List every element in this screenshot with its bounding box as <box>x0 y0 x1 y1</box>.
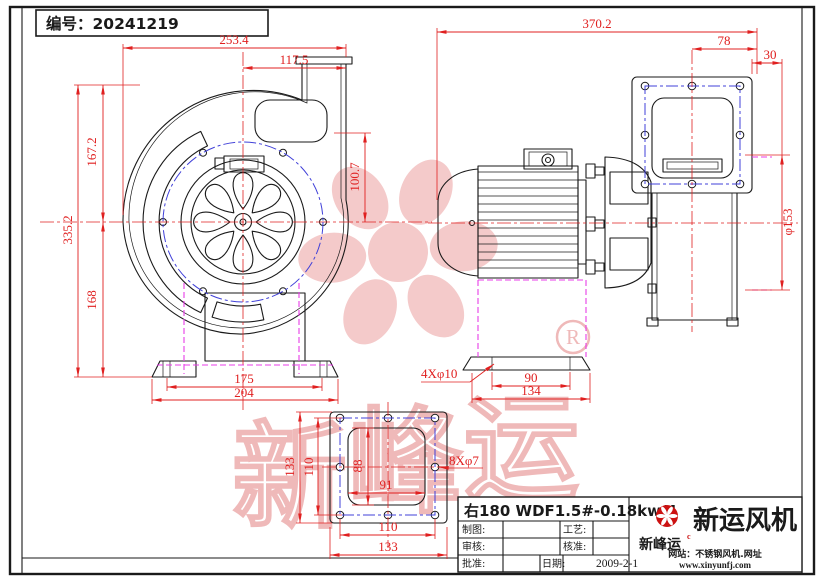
svg-text:R: R <box>566 325 580 349</box>
dim-134: 134 <box>521 383 541 398</box>
field-date-label: 日期: <box>542 558 565 570</box>
housing-adapter <box>604 156 652 289</box>
dim-133-left: 133 <box>282 457 297 477</box>
dim-204: 204 <box>234 385 254 400</box>
watermark-layer: 新 峰 运 R <box>231 159 591 546</box>
dim-90: 90 <box>525 370 538 385</box>
motor-end-cap <box>437 168 479 277</box>
dim-4x-phi10: 4Xφ10 <box>421 366 457 381</box>
dim-110-bottom: 110 <box>378 519 397 534</box>
front-dimensions: 253.4 117.5 167.2 168 335.2 100.7 175 20… <box>60 32 371 404</box>
front-view: 253.4 117.5 167.2 168 335.2 100.7 175 20… <box>40 32 432 410</box>
brand-reg-mark: c <box>687 532 691 541</box>
field-checked: 审核: <box>462 540 485 553</box>
dim-253-4: 253.4 <box>219 32 249 47</box>
side-slot-top-right <box>254 99 328 143</box>
motor-flange-plate <box>577 179 587 265</box>
dim-8x-phi7: 8Xφ7 <box>449 453 479 468</box>
outlet-flange-lip <box>295 56 353 65</box>
field-drawn-by: 制图: <box>462 523 485 536</box>
flange-dimensions: 133 110 88 91 8Xφ7 110 133 <box>282 411 483 559</box>
pedestal <box>204 292 306 362</box>
field-process: 工艺: <box>563 524 586 536</box>
inlet-bolt-holes <box>159 148 327 296</box>
volute-inner-line <box>128 64 345 329</box>
dim-phi153: φ153 <box>780 208 795 235</box>
serial-number-text: 编号：20241219 <box>46 14 179 33</box>
sheet-frame: 编号：20241219 <box>8 5 816 576</box>
dim-167-2: 167.2 <box>84 137 99 166</box>
flange-view: 133 110 88 91 8Xφ7 110 133 <box>282 402 483 559</box>
field-approved: 批准: <box>462 557 485 570</box>
motor-fins <box>478 171 578 269</box>
dim-175: 175 <box>234 371 254 386</box>
dim-88: 88 <box>350 460 365 473</box>
dim-30: 30 <box>764 47 777 62</box>
dim-110-left: 110 <box>301 457 316 476</box>
flange-bolt-holes <box>335 413 440 520</box>
foot-left <box>151 360 197 378</box>
front-hidden-lines <box>157 283 333 374</box>
side-view: 370.2 78 30 φ153 4Xφ10 90 134 <box>421 16 798 403</box>
inlet-top-tab <box>214 155 265 173</box>
dim-78: 78 <box>718 33 731 48</box>
brand-name: 新运风机 <box>693 505 797 536</box>
dim-91: 91 <box>380 477 393 492</box>
dim-133-bottom: 133 <box>378 539 398 554</box>
date-value: 2009-2-1 <box>596 558 638 570</box>
housing-drum <box>646 192 739 327</box>
watermark-char-3: 运 <box>464 383 579 517</box>
foot-right <box>293 360 339 378</box>
brand-logo-icon <box>656 505 678 527</box>
watermark-flower-icon <box>298 159 498 345</box>
brand-site-line1: 网站：不锈钢风机.网址 <box>668 548 761 560</box>
side-dimensions: 370.2 78 30 φ153 4Xφ10 90 134 <box>421 16 795 403</box>
side-slot-bottom <box>211 301 265 323</box>
dim-100-7: 100.7 <box>347 162 362 192</box>
side-hidden-lines <box>477 156 772 357</box>
watermark-registered-icon: R <box>555 319 591 355</box>
serial-number-box <box>35 9 269 37</box>
model-number: 右180 WDF1.5#-0.18kw/4 <box>464 502 677 520</box>
dim-370-2: 370.2 <box>582 16 611 31</box>
bolt-circle <box>162 141 324 303</box>
dim-168: 168 <box>84 290 99 310</box>
flange-bolt-lines <box>339 417 436 516</box>
mounting-bolts <box>585 163 605 275</box>
side-slot-left <box>142 130 209 314</box>
volute-outline <box>122 64 349 335</box>
foot-slots <box>162 361 328 377</box>
dim-335-2: 335.2 <box>60 215 75 244</box>
title-block: 右180 WDF1.5#-0.18kw/4 制图: 工艺: 审核: 核准: 批准… <box>457 496 803 573</box>
field-standardized: 核准: <box>563 540 586 553</box>
motor-body <box>477 165 579 279</box>
brand-logo-text: 新峰运 <box>639 536 681 553</box>
watermark-char-2: 峰 <box>348 396 463 530</box>
brand-site-line2: www.xinyunfj.com <box>679 560 752 570</box>
terminal-box <box>523 148 573 170</box>
flange-opening <box>347 427 426 506</box>
motor-baseplate <box>462 356 591 371</box>
dim-117-5: 117.5 <box>280 52 309 67</box>
